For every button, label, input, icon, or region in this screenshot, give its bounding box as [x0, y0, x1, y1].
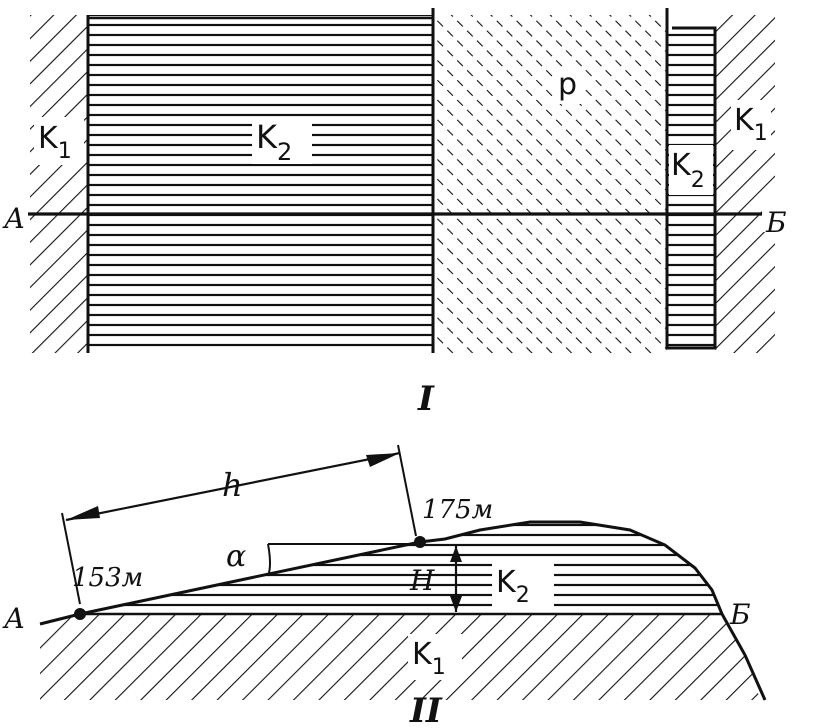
plan-zone-p-label: p	[558, 67, 577, 102]
hill-profile	[419, 520, 767, 701]
thickness-arrow-top	[450, 546, 462, 562]
section-zone-k2-label: K2	[496, 565, 530, 608]
plan-caption: I	[417, 379, 435, 419]
section-caption: II	[409, 691, 443, 728]
point-175m	[414, 536, 426, 548]
h-extension-left	[61, 512, 81, 605]
plan-zone-k1-left-label: K1	[38, 121, 72, 164]
plan-map: А Б K1 K2 p K2 K1 I	[2, 8, 792, 419]
plan-zone-k2-narrow-label: K2	[671, 148, 705, 193]
alpha-arc	[267, 543, 271, 577]
section-zone-k1-label: K1	[412, 637, 446, 680]
section-label-b: Б	[729, 598, 751, 631]
h-arrow-left	[66, 506, 100, 520]
h-arrow-right	[366, 453, 400, 467]
elevation-low-label: 153м	[72, 563, 143, 593]
zone-k1-ground-area	[40, 614, 760, 700]
thickness-arrow-bottom	[450, 596, 462, 612]
h-dimension-line	[65, 451, 401, 522]
plan-label-a: А	[2, 202, 25, 235]
narrow-band-outline	[665, 8, 717, 350]
zone-k2-wide-area	[88, 15, 433, 353]
section-label-thickness: H	[409, 564, 435, 597]
ground-surface-line	[39, 612, 81, 626]
slope-line	[79, 540, 421, 616]
section-label-a: А	[2, 602, 25, 635]
section-label-h: h	[222, 466, 243, 504]
point-153m	[74, 608, 86, 620]
zone-k2-section-area	[80, 522, 722, 614]
zone-p-area	[433, 15, 667, 353]
cross-section: А Б h α H 153м 175м K2 K1 II	[2, 444, 767, 728]
h-extension-right	[397, 444, 417, 537]
zone-k1-right-area	[715, 15, 775, 353]
plan-zone-k1-right-label: K1	[734, 103, 768, 146]
zone-k1-left-area	[30, 15, 88, 353]
section-label-alpha: α	[226, 539, 246, 574]
plan-zone-k2-wide-label: K2	[256, 118, 292, 166]
elevation-high-label: 175м	[422, 495, 493, 525]
plan-label-b: Б	[765, 206, 787, 239]
